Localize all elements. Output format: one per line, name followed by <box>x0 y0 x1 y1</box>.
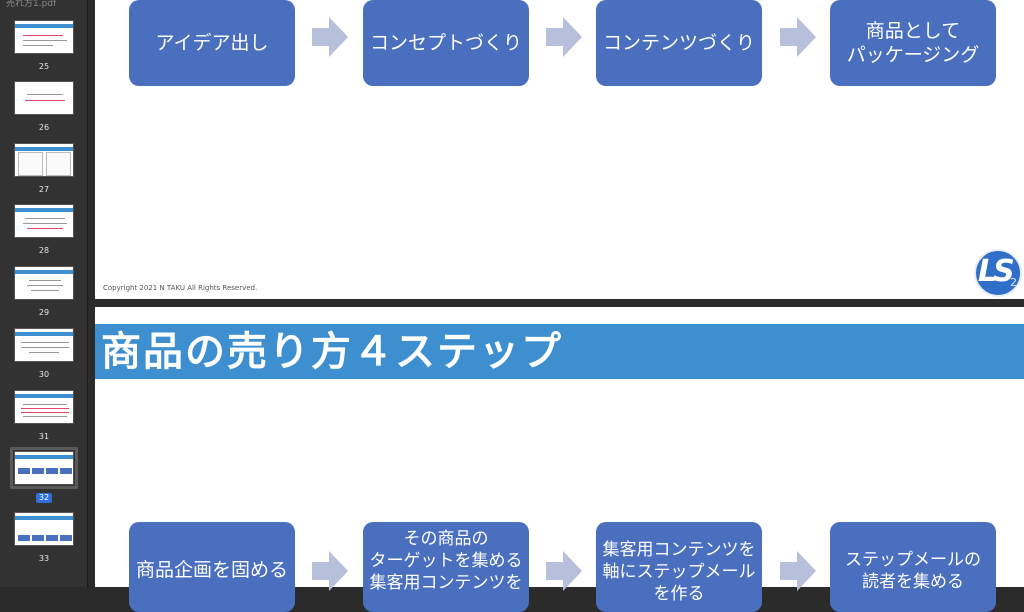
thumbnail-sidebar: 売れ方1.pdf 25 26 27 28 <box>0 0 88 587</box>
page-thumbnail-26[interactable]: 26 <box>10 81 78 134</box>
thumbnail-image <box>14 390 74 424</box>
thumbnail-image <box>10 447 78 489</box>
page-number: 31 <box>38 432 50 441</box>
step-box-3: コンテンツづくり <box>596 0 762 86</box>
document-title: 売れ方1.pdf <box>6 0 57 9</box>
page-thumbnail-29[interactable]: 29 <box>10 266 78 319</box>
page-number-selected: 32 <box>35 493 53 503</box>
thumbnail-image <box>14 143 74 177</box>
slide-page-32: アイデア出し コンセプトづくり コンテンツづくり 商品として パッケージング C… <box>95 0 1024 299</box>
step-box-2: その商品の ターゲットを集める 集客用コンテンツを <box>363 522 529 612</box>
step-box-1: 商品企画を固める <box>129 522 295 612</box>
arrow-right-icon <box>780 17 816 57</box>
title-band <box>95 324 1024 379</box>
step-box-1: アイデア出し <box>129 0 295 86</box>
page-number: 27 <box>38 185 50 194</box>
thumbnail-image <box>14 20 74 54</box>
page-thumbnail-25[interactable]: 25 <box>10 20 78 73</box>
step-box-4: 商品として パッケージング <box>830 0 996 86</box>
page-thumbnail-30[interactable]: 30 <box>10 328 78 381</box>
thumbnail-image <box>14 328 74 362</box>
page-thumbnail-33[interactable]: 33 <box>10 512 78 565</box>
copyright-text: Copyright 2021 N TAKU All Rights Reserve… <box>103 284 258 292</box>
ls-logo-icon: LS 2 <box>974 249 1022 297</box>
arrow-right-icon <box>546 17 582 57</box>
document-view[interactable]: アイデア出し コンセプトづくり コンテンツづくり 商品として パッケージング C… <box>88 0 1024 612</box>
slide-page-badge: 2 <box>1010 276 1017 289</box>
arrow-right-icon <box>312 551 348 591</box>
step-box-3: 集客用コンテンツを 軸にステップメール を作る <box>596 522 762 612</box>
thumbnail-image <box>14 81 74 115</box>
slide-title: 商品の売り方４ステップ <box>101 329 563 375</box>
arrow-right-icon <box>312 17 348 57</box>
page-number: 25 <box>38 62 50 71</box>
arrow-right-icon <box>546 551 582 591</box>
page-number: 30 <box>38 370 50 379</box>
page-thumbnail-27[interactable]: 27 <box>10 143 78 196</box>
page-number: 28 <box>38 246 50 255</box>
slide-page-33: 商品の売り方４ステップ 商品企画を固める その商品の ターゲットを集める 集客用… <box>95 307 1024 612</box>
page-thumbnail-32[interactable]: 32 <box>10 447 78 504</box>
thumbnail-image <box>14 204 74 238</box>
page-thumbnail-28[interactable]: 28 <box>10 204 78 257</box>
page-thumbnail-31[interactable]: 31 <box>10 390 78 443</box>
step-box-2: コンセプトづくり <box>363 0 529 86</box>
thumbnail-image <box>14 512 74 546</box>
thumbnail-image <box>14 266 74 300</box>
step-box-4: ステップメールの 読者を集める <box>830 522 996 612</box>
page-number: 26 <box>38 123 50 132</box>
page-number: 33 <box>38 554 50 563</box>
page-number: 29 <box>38 308 50 317</box>
arrow-right-icon <box>780 551 816 591</box>
